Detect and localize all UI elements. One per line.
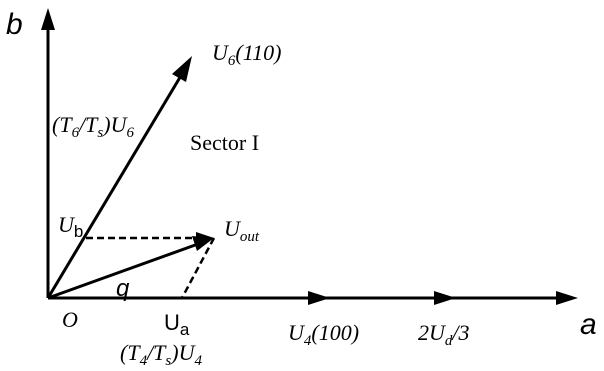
u-out-vector bbox=[47, 242, 199, 300]
u6-arrowhead bbox=[172, 56, 192, 82]
ua-projection-dashed bbox=[180, 237, 216, 299]
origin-label: O bbox=[62, 307, 78, 332]
a-axis-label: a bbox=[580, 308, 597, 341]
ua-label: Ua bbox=[164, 310, 190, 339]
u6-vector bbox=[46, 73, 184, 299]
u6-label: U6(110) bbox=[212, 40, 281, 69]
u4-arrowhead bbox=[308, 291, 330, 305]
u4-label: U4(100) bbox=[288, 320, 359, 349]
u-out-label: Uout bbox=[224, 216, 260, 245]
a-axis-arrowhead bbox=[556, 291, 578, 305]
u4-component-label: (T4/Ts)U4 bbox=[120, 340, 202, 369]
two-ud-3-arrowhead bbox=[434, 291, 456, 305]
b-axis-arrowhead bbox=[41, 8, 55, 30]
ub-projection-arrowhead bbox=[196, 232, 214, 244]
u6-component-label: (T6/Ts)U6 bbox=[52, 112, 134, 141]
angle-label: q bbox=[116, 275, 130, 302]
two-ud-3-label: 2Ud/3 bbox=[418, 320, 470, 349]
ub-label: Ub bbox=[58, 212, 83, 241]
b-axis-label: b bbox=[6, 8, 23, 41]
sector-label: Sector I bbox=[190, 130, 259, 155]
